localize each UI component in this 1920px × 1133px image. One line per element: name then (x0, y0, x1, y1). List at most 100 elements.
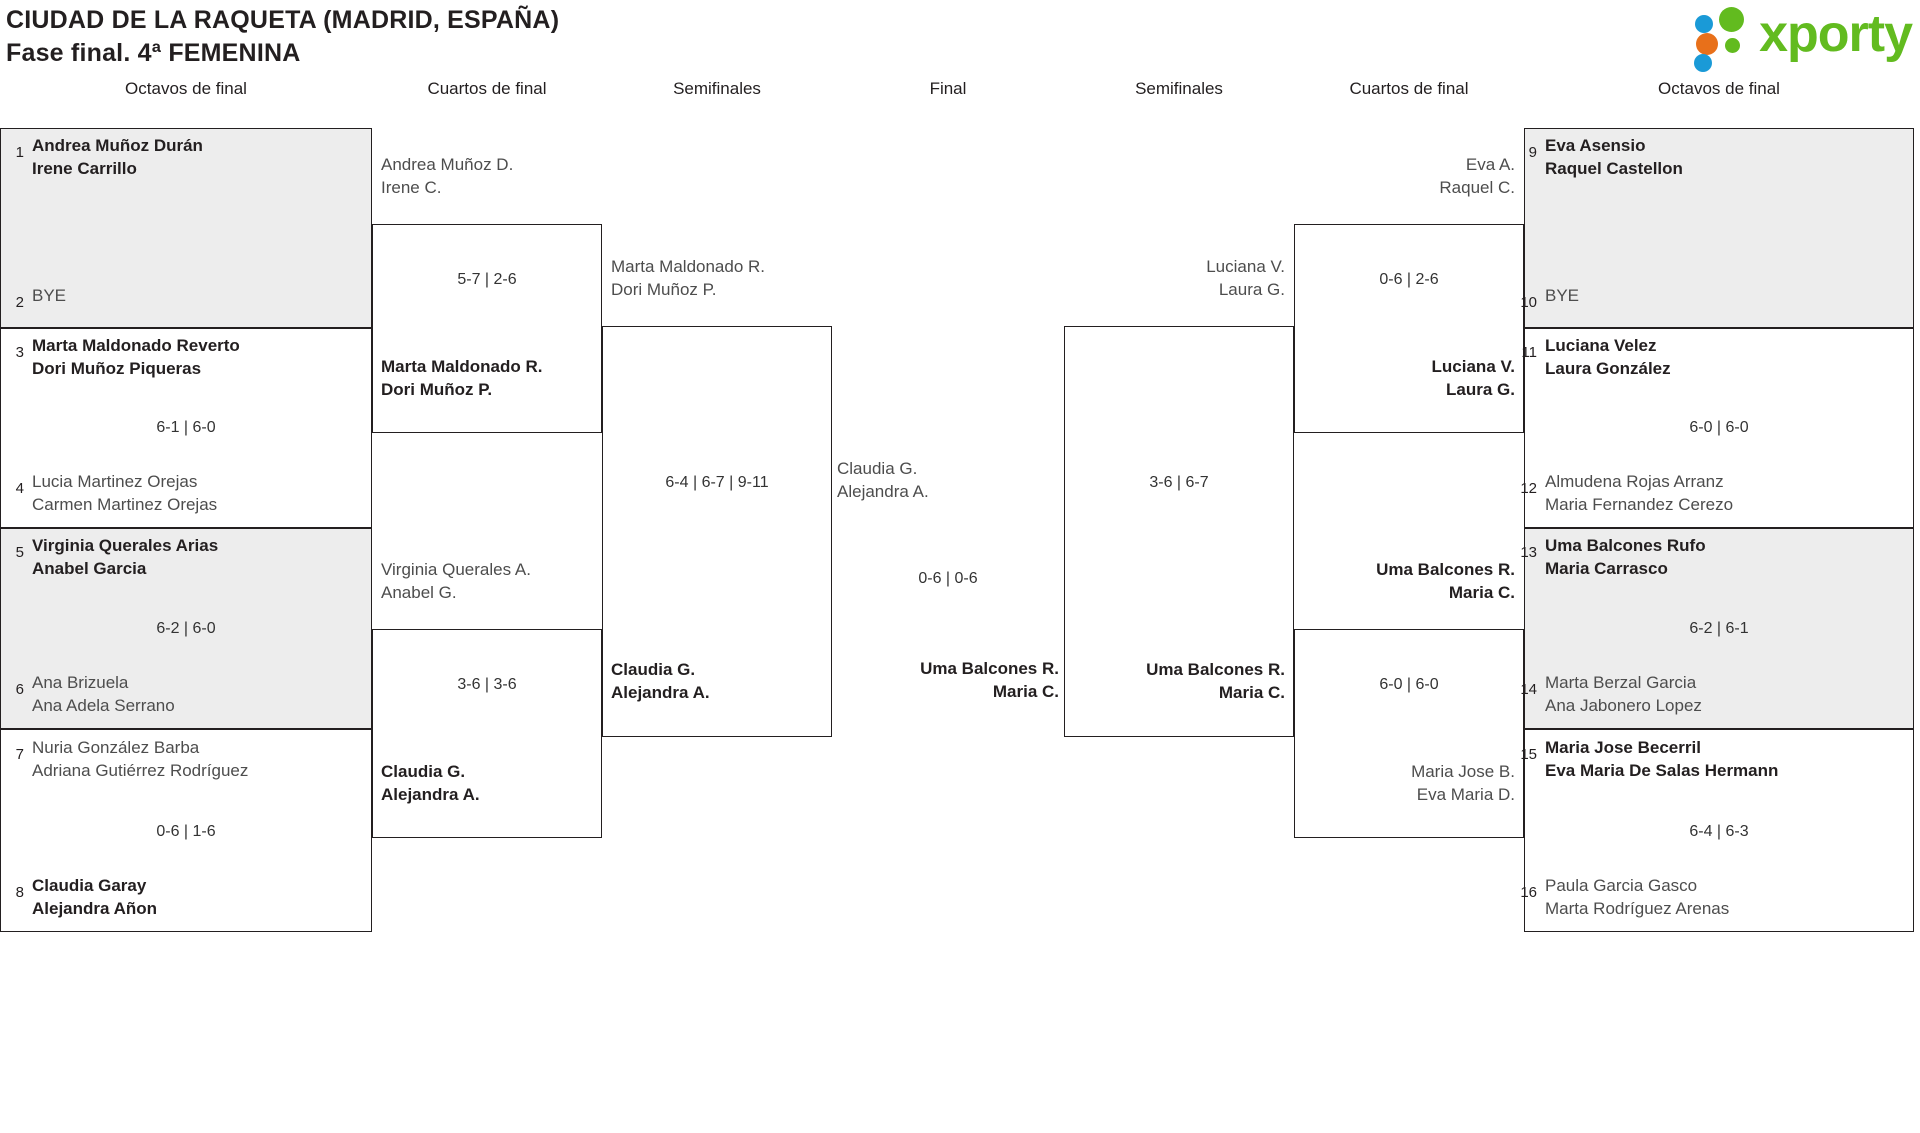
player-name: Claudia G. (837, 459, 918, 478)
player-name: Uma Balcones Rufo (1545, 536, 1706, 555)
left-sf-score: 6-4 | 6-7 | 9-11 (665, 474, 769, 491)
player-name: Maria Fernandez Cerezo (1545, 495, 1734, 514)
player-name: Maria Jose B. (1411, 762, 1515, 781)
player-name: Claudia G. (611, 660, 696, 679)
right-seed-16[interactable]: 16 Paula Garcia Gasco Marta Rodríguez Ar… (1513, 874, 1903, 920)
player-name: Alejandra Añon (32, 899, 157, 918)
right-seed-12[interactable]: 12 Almudena Rojas Arranz Maria Fernandez… (1513, 470, 1903, 516)
seed-number: 9 (1528, 144, 1537, 161)
player-name: Carmen Martinez Orejas (32, 495, 218, 514)
player-name: Virginia Querales A. (381, 560, 531, 579)
left-seed-6[interactable]: 6 Ana Brizuela Ana Adela Serrano (0, 671, 372, 717)
left-qf-score-1: 5-7 | 2-6 (457, 271, 517, 288)
right-r16-match-2[interactable] (1524, 328, 1914, 528)
left-r16-score-2: 6-1 | 6-0 (156, 419, 216, 436)
player-name: Claudia G. (381, 762, 466, 781)
player-pair: Claudia Garay Alejandra Añon (32, 874, 157, 920)
player-name: Anabel G. (381, 583, 457, 602)
player-pair: BYE (1545, 284, 1579, 307)
left-qf-match-1[interactable] (372, 224, 602, 433)
player-name: Luciana V. (1206, 257, 1285, 276)
left-sf-match[interactable] (602, 326, 832, 737)
player-pair: BYE (32, 284, 66, 307)
right-seed-13[interactable]: 13 Uma Balcones Rufo Maria Carrasco (1513, 534, 1903, 580)
round-header-left-qf: Cuartos de final (427, 79, 547, 98)
player-name: Anabel Garcia (32, 559, 147, 578)
left-seed-3[interactable]: 3 Marta Maldonado Reverto Dori Muñoz Piq… (0, 334, 372, 380)
right-sf-match[interactable] (1064, 326, 1294, 737)
tournament-name: CIUDAD DE LA RAQUETA (MADRID, ESPAÑA) (6, 6, 560, 34)
logo-dots-icon (1694, 7, 1757, 72)
right-sf-entrant-2: Uma Balcones R. Maria C. (1064, 658, 1285, 704)
left-qf-match-2[interactable] (372, 629, 602, 838)
player-pair: Eva Asensio Raquel Castellon (1545, 134, 1683, 180)
right-qf-entrant-1: Eva A. Raquel C. (1294, 153, 1515, 199)
seed-number: 5 (15, 544, 24, 561)
round-header-left-sf: Semifinales (673, 79, 761, 98)
left-r16-match-1[interactable] (0, 128, 372, 328)
seed-number: 4 (15, 480, 24, 497)
player-pair: Marta Maldonado Reverto Dori Muñoz Pique… (32, 334, 240, 380)
round-header-left-r16: Octavos de final (125, 79, 247, 98)
right-r16-match-1[interactable] (1524, 128, 1914, 328)
right-seed-9[interactable]: 9 Eva Asensio Raquel Castellon (1513, 134, 1903, 180)
right-qf-score-2: 6-0 | 6-0 (1379, 676, 1439, 693)
final-entrant-right: Uma Balcones R. Maria C. (832, 657, 1059, 703)
player-pair: Luciana Velez Laura González (1545, 334, 1671, 380)
player-name: Marta Rodríguez Arenas (1545, 899, 1730, 918)
round-header-right-sf: Semifinales (1135, 79, 1223, 98)
player-name: Irene Carrillo (32, 159, 137, 178)
left-qf-entrant-3: Virginia Querales A. Anabel G. (381, 558, 531, 604)
right-qf-entrant-2: Luciana V. Laura G. (1294, 355, 1515, 401)
left-r16-match-3[interactable] (0, 528, 372, 729)
left-seed-2[interactable]: 2 BYE (0, 284, 372, 313)
right-seed-14[interactable]: 14 Marta Berzal Garcia Ana Jabonero Lope… (1513, 671, 1903, 717)
player-name: Luciana V. (1431, 357, 1515, 376)
left-r16-match-4[interactable] (0, 729, 372, 932)
seed-number: 6 (15, 681, 24, 698)
player-name: Maria Jose Becerril (1545, 738, 1701, 757)
right-qf-match-2[interactable] (1294, 629, 1524, 838)
player-name: Uma Balcones R. (1376, 560, 1515, 579)
player-name: Claudia Garay (32, 876, 147, 895)
right-qf-score-1: 0-6 | 2-6 (1379, 271, 1439, 288)
seed-number: 15 (1520, 746, 1537, 763)
right-sf-entrant-1: Luciana V. Laura G. (1064, 255, 1285, 301)
left-seed-5[interactable]: 5 Virginia Querales Arias Anabel Garcia (0, 534, 372, 580)
right-seed-15[interactable]: 15 Maria Jose Becerril Eva Maria De Sala… (1513, 736, 1903, 782)
right-seed-11[interactable]: 11 Luciana Velez Laura González (1513, 334, 1903, 380)
player-name: Lucia Martinez Orejas (32, 472, 198, 491)
player-name: BYE (1545, 286, 1580, 305)
player-name: Marta Maldonado R. (611, 257, 766, 276)
left-qf-entrant-2: Marta Maldonado R. Dori Muñoz P. (381, 355, 543, 401)
player-name: Uma Balcones R. (920, 659, 1059, 678)
player-name: Alejandra A. (611, 683, 710, 702)
round-header-right-r16: Octavos de final (1658, 79, 1780, 98)
left-seed-7[interactable]: 7 Nuria González Barba Adriana Gutiérrez… (0, 736, 372, 782)
player-pair: Almudena Rojas Arranz Maria Fernandez Ce… (1545, 470, 1733, 516)
right-r16-match-4[interactable] (1524, 729, 1914, 932)
page-title: CIUDAD DE LA RAQUETA (MADRID, ESPAÑA) Fa… (6, 4, 559, 70)
phase-name: Fase final. 4ª FEMENINA (6, 39, 301, 67)
right-qf-match-1[interactable] (1294, 224, 1524, 433)
right-qf-entrant-3: Uma Balcones R. Maria C. (1294, 558, 1515, 604)
logo-wordmark: xporty (1759, 5, 1913, 63)
player-name: Irene C. (381, 178, 442, 197)
player-pair: Marta Berzal Garcia Ana Jabonero Lopez (1545, 671, 1702, 717)
left-seed-4[interactable]: 4 Lucia Martinez Orejas Carmen Martinez … (0, 470, 372, 516)
right-r16-match-3[interactable] (1524, 528, 1914, 729)
right-r16-score-3: 6-2 | 6-1 (1689, 620, 1749, 637)
seed-number: 14 (1520, 681, 1537, 698)
left-seed-8[interactable]: 8 Claudia Garay Alejandra Añon (0, 874, 372, 920)
final-entrant-left: Claudia G. Alejandra A. (837, 457, 929, 503)
left-r16-match-2[interactable] (0, 328, 372, 528)
left-qf-score-2: 3-6 | 3-6 (457, 676, 517, 693)
left-seed-1[interactable]: 1 Andrea Muñoz Durán Irene Carrillo (0, 134, 372, 180)
player-name: Laura González (1545, 359, 1671, 378)
left-qf-entrant-1: Andrea Muñoz D. Irene C. (381, 153, 513, 199)
round-header-final: Final (929, 79, 967, 98)
player-pair: Maria Jose Becerril Eva Maria De Salas H… (1545, 736, 1778, 782)
player-pair: Virginia Querales Arias Anabel Garcia (32, 534, 218, 580)
player-name: Raquel Castellon (1545, 159, 1683, 178)
right-seed-10[interactable]: 10 BYE (1513, 284, 1903, 313)
